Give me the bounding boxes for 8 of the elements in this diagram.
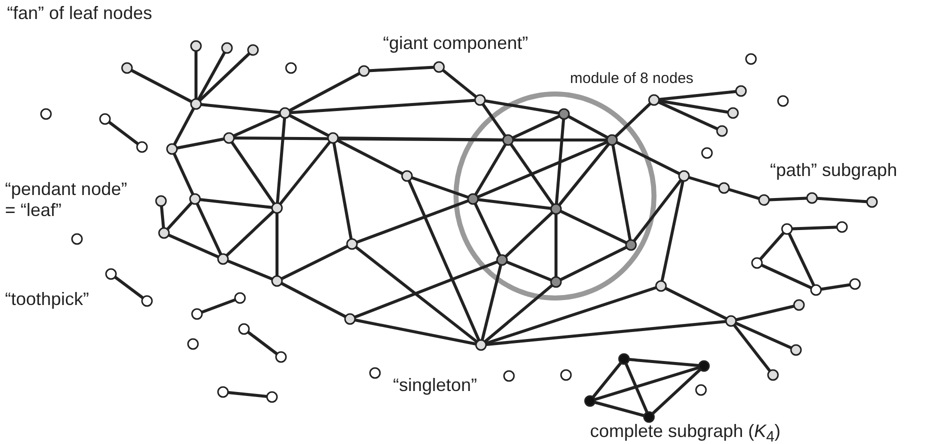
annotation-label: complete subgraph (K$_{4}$): [590, 421, 780, 444]
annotation-label: “toothpick”: [5, 289, 90, 310]
annotation-label: “giant component”: [383, 33, 528, 54]
annotation-label: “path” subgraph: [770, 160, 898, 181]
annotation-label: module of 8 nodes: [570, 69, 694, 89]
annotation-label: “singleton”: [393, 375, 478, 396]
annotation-label: “pendant node” = “leaf”: [5, 179, 128, 221]
annotation-label: “fan” of leaf nodes: [7, 3, 152, 24]
